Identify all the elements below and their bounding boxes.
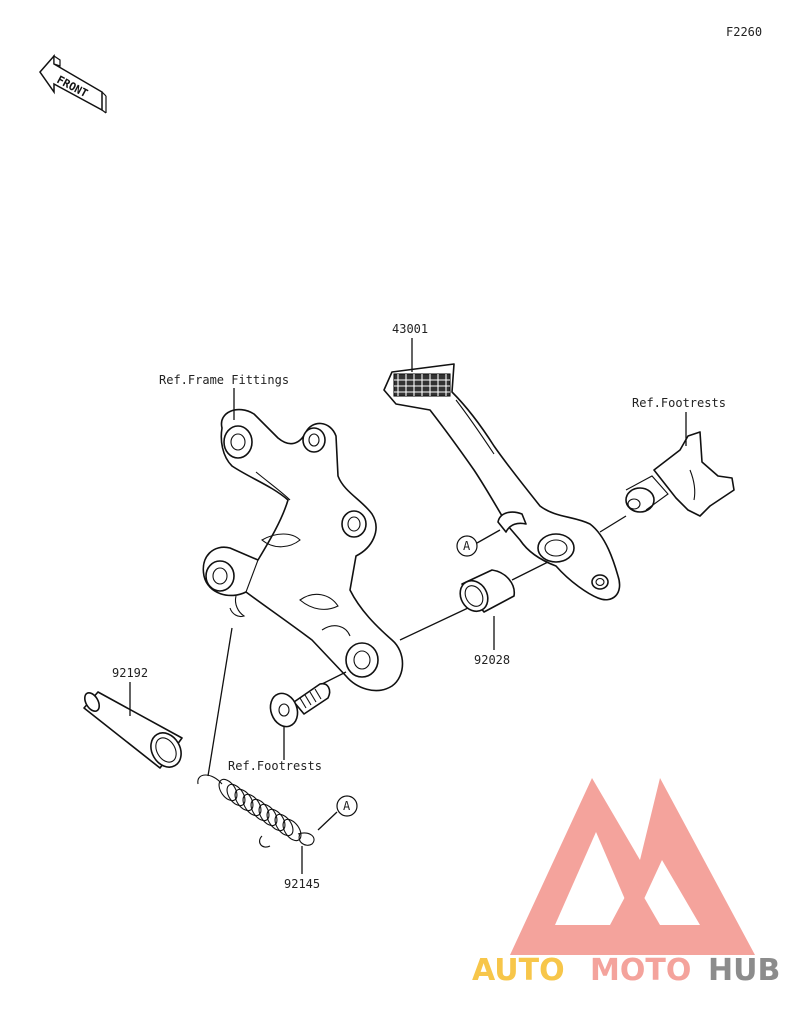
axis-line-upper <box>599 515 627 533</box>
axis-line-spring <box>207 627 233 777</box>
callout-ref-footrests-bottom: Ref.Footrests <box>228 759 322 773</box>
callout-43001: 43001 <box>392 322 428 336</box>
collar-92192 <box>83 691 183 769</box>
footrest-pivot-clevis <box>625 431 735 517</box>
callout-ref-footrests-top: Ref.Footrests <box>632 396 726 410</box>
axis-line-bolt <box>321 671 347 685</box>
brake-pedal <box>383 363 621 601</box>
axis-line-bushing <box>511 561 549 581</box>
footrest-bracket <box>202 408 404 692</box>
axis-line-pivot <box>399 607 469 641</box>
callout-92192: 92192 <box>112 666 148 680</box>
marker-a-top: A <box>456 529 501 557</box>
watermark-moto: MOTO <box>590 953 691 988</box>
watermark-auto: AUTO <box>472 953 565 988</box>
svg-text:A: A <box>343 799 351 813</box>
callout-92028: 92028 <box>474 653 510 667</box>
return-spring-92145 <box>197 774 315 848</box>
figure-code: F2260 <box>726 25 762 39</box>
front-arrow-icon: FRONT <box>39 54 107 114</box>
watermark-logo <box>510 778 755 955</box>
callout-ref-frame-fittings: Ref.Frame Fittings <box>159 373 289 387</box>
bushing-92028 <box>459 569 516 613</box>
marker-a-bottom: A <box>317 795 358 831</box>
watermark-hub: HUB <box>708 953 780 988</box>
callout-92145: 92145 <box>284 877 320 891</box>
svg-text:A: A <box>463 539 471 553</box>
pivot-bolt <box>269 682 331 728</box>
watermark-text: AUTO MOTO HUB <box>472 953 780 988</box>
